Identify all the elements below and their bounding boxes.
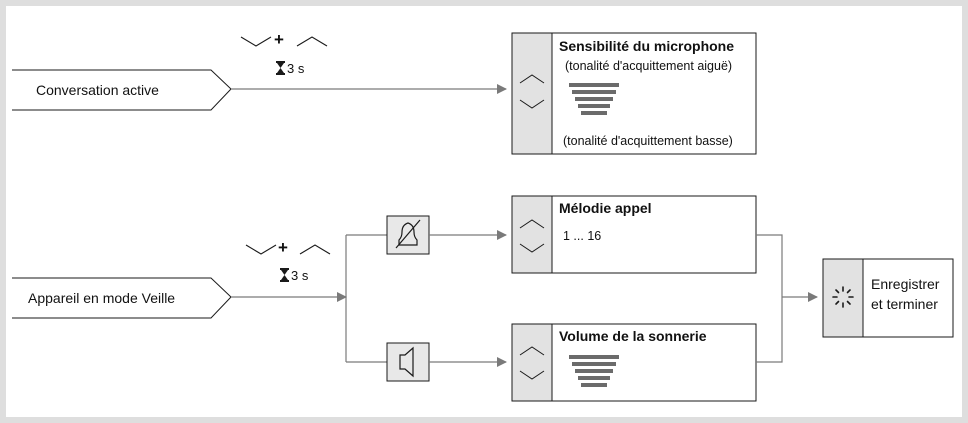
chevron-up-icon — [296, 36, 328, 47]
volume-down-arrow-icon — [519, 370, 545, 380]
chevron-up-icon — [299, 244, 331, 255]
volume-level-bars — [569, 355, 619, 387]
volume-up-arrow-icon — [519, 346, 545, 356]
level-bar — [581, 383, 607, 387]
mic-level-bars — [569, 83, 619, 115]
volume-box — [511, 323, 757, 402]
level-bar — [572, 90, 616, 94]
level-bar — [572, 362, 616, 366]
mic-sensitivity-box — [511, 32, 757, 155]
level-bar — [575, 369, 613, 373]
level-bar — [569, 83, 619, 87]
spinner-icon — [832, 286, 854, 308]
mic-sensitivity-title: Sensibilité du microphone — [559, 38, 735, 54]
level-bar — [569, 355, 619, 359]
hourglass-icon — [280, 268, 289, 282]
level-bar — [578, 104, 610, 108]
bell-icon-box — [386, 215, 430, 255]
melody-range: 1 ... 16 — [563, 229, 602, 243]
mic-down-arrow-icon — [519, 99, 545, 109]
volume-side-panel — [511, 323, 553, 402]
level-bar — [575, 97, 613, 101]
plus-icon: + — [278, 238, 288, 257]
conversation-active-label: Conversation active — [36, 82, 159, 98]
bottom-timer-label: 3 s — [291, 268, 309, 283]
level-bar — [578, 376, 610, 380]
chevron-down-icon — [240, 36, 272, 47]
merge-line — [756, 234, 783, 363]
save-label-line1: Enregistrer — [871, 276, 940, 292]
mic-low-tone-label: (tonalité d'acquittement basse) — [563, 134, 733, 148]
melody-down-arrow-icon — [519, 243, 545, 253]
volume-title: Volume de la sonnerie — [559, 328, 707, 344]
mic-sensitivity-side-panel — [511, 32, 553, 155]
mic-high-tone-label: (tonalité d'acquittement aiguë) — [565, 59, 733, 73]
speaker-icon — [399, 346, 414, 378]
mic-up-arrow-icon — [519, 74, 545, 84]
top-timer-label: 3 s — [287, 61, 305, 76]
bell-muted-icon — [395, 219, 421, 249]
diagram-canvas — [12, 32, 954, 402]
melody-title: Mélodie appel — [559, 200, 652, 216]
plus-icon: + — [274, 30, 284, 49]
level-bar — [581, 111, 607, 115]
speaker-icon-box — [386, 342, 430, 382]
melody-side-panel — [511, 195, 553, 274]
save-side-panel — [822, 258, 864, 338]
melody-box — [511, 195, 757, 274]
hourglass-icon — [276, 61, 285, 75]
chevron-down-icon — [245, 244, 277, 255]
save-label-line2: et terminer — [871, 296, 938, 312]
top-shortcut-keys — [240, 36, 328, 47]
melody-up-arrow-icon — [519, 219, 545, 229]
standby-mode-label: Appareil en mode Veille — [28, 290, 176, 306]
bottom-shortcut-keys — [245, 244, 331, 255]
